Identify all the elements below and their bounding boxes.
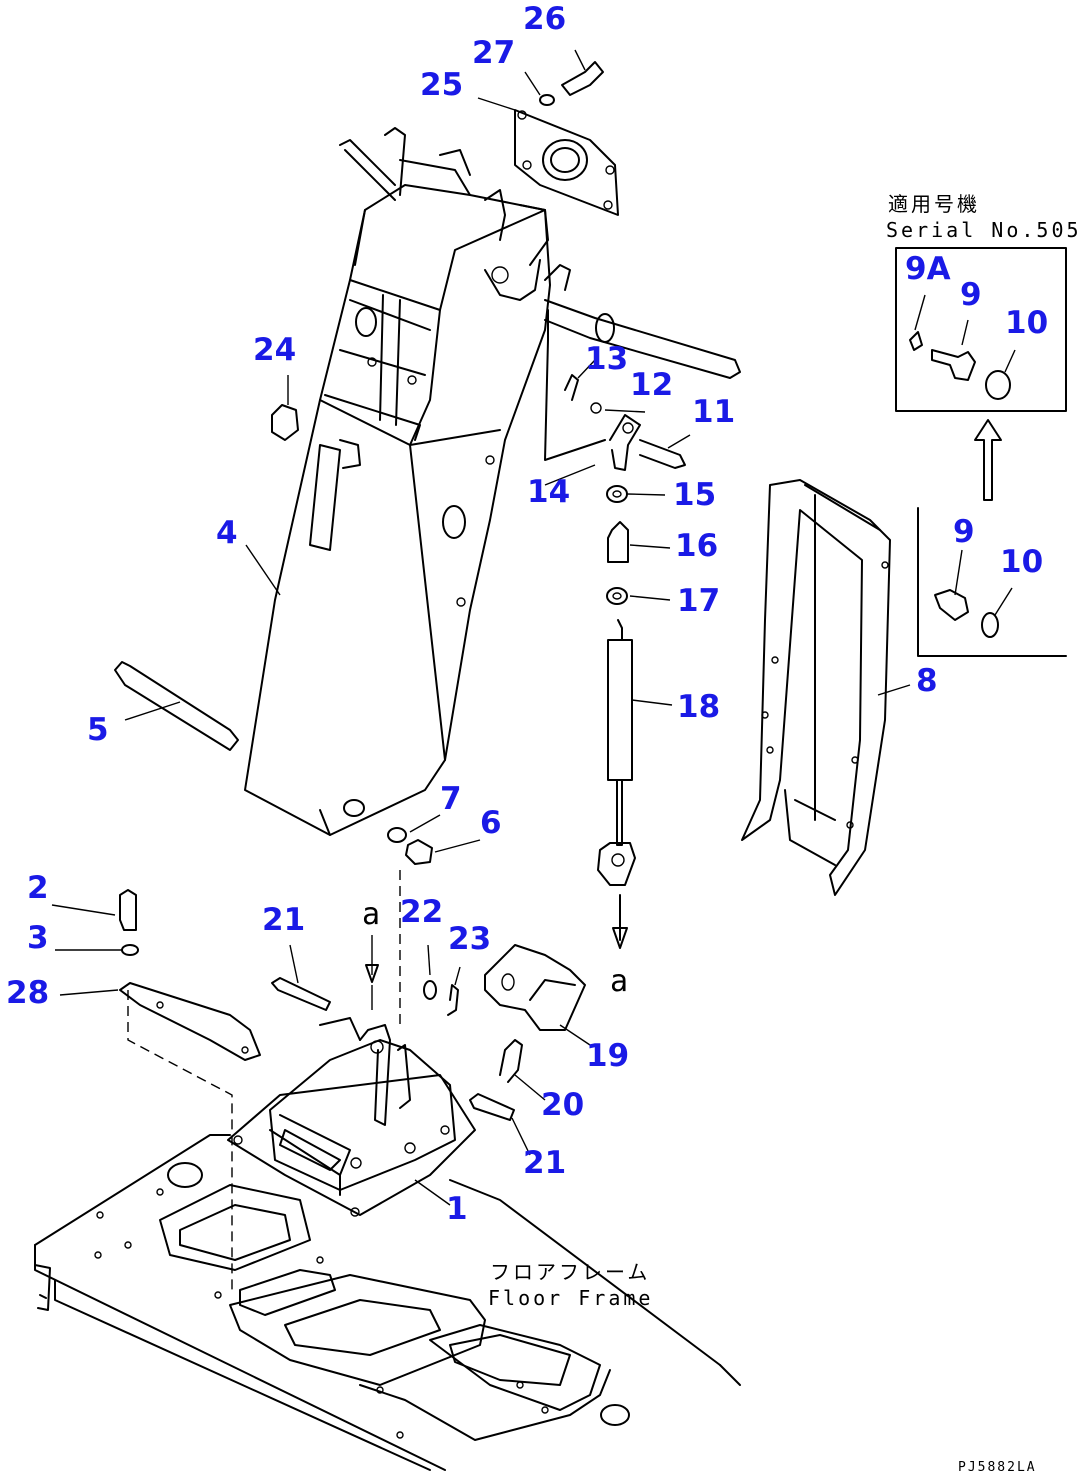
cap [271,404,299,441]
callout-9-box: 9 [960,277,982,313]
callout-24: 24 [253,332,297,368]
callout-7: 7 [440,781,462,817]
linkage-parts [564,374,686,605]
plate [477,61,619,216]
callout-14: 14 [527,474,571,510]
leader-lines [51,49,1016,1206]
callout-12: 12 [630,367,674,403]
ref-a-top: a [362,897,381,932]
callout-6: 6 [480,805,502,841]
callout-19: 19 [586,1038,630,1074]
serial-note-en: Serial No.505 ~ [886,218,1090,242]
lower-assembly [119,870,586,1290]
serial-box [895,247,1067,657]
callout-9a: 9A [905,251,951,287]
callout-17: 17 [677,583,721,619]
callout-16: 16 [675,528,719,564]
callout-25: 25 [420,67,464,103]
callout-13: 13 [585,341,629,377]
callout-21-top: 21 [262,902,306,938]
callout-15: 15 [673,477,717,513]
callout-26: 26 [523,1,567,37]
callout-8: 8 [916,663,938,699]
drawing-code: PJ5882LA [958,1460,1037,1475]
pin [114,661,239,751]
cover-panel [741,479,891,896]
callout-27: 27 [472,35,516,71]
callout-28: 28 [6,975,50,1011]
callout-1: 1 [446,1191,468,1227]
callout-5: 5 [87,712,109,748]
callout-10: 10 [1000,544,1044,580]
nut-washer [387,827,433,865]
callout-20: 20 [541,1087,585,1123]
ref-a-right: a [610,964,629,999]
floor-frame-en: Floor Frame [488,1286,654,1310]
callout-2: 2 [27,870,49,906]
callout-22: 22 [400,894,444,930]
floor-frame-jp: フロアフレーム [490,1260,651,1284]
top-bracket [339,127,571,301]
shaft [544,299,741,461]
serial-note-jp: 適用号機 [888,192,980,216]
gas-spring [597,619,636,949]
callout-18: 18 [677,689,721,725]
callout-9: 9 [953,514,975,550]
callout-11: 11 [692,394,736,430]
callout-4: 4 [216,515,238,551]
callout-23: 23 [448,921,492,957]
floor-frame [34,1134,741,1471]
callout-3: 3 [27,920,49,956]
callout-21-bottom: 21 [523,1145,567,1181]
callout-10-box: 10 [1005,305,1049,341]
console-tower [244,184,551,836]
